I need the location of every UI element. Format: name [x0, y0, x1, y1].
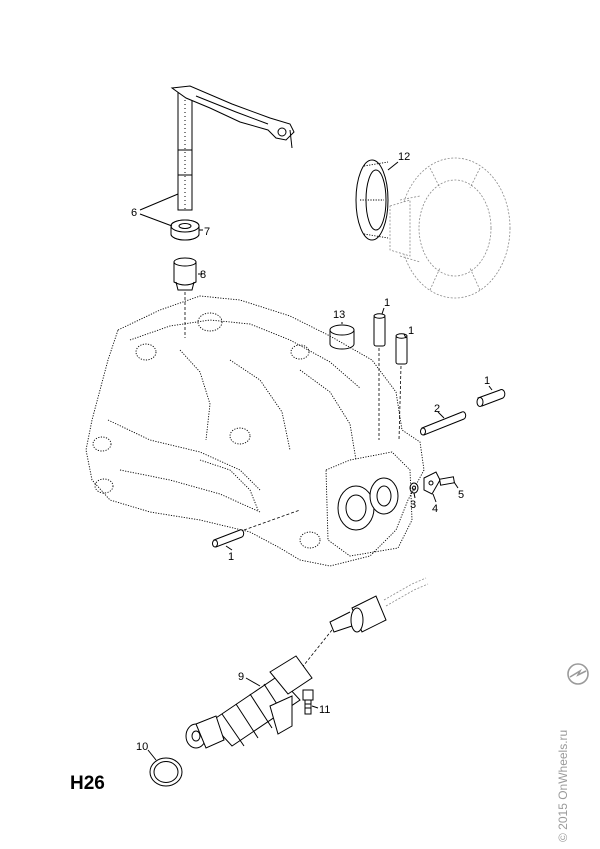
part-12-differential — [355, 157, 511, 299]
part-1-dowel-pin-left — [212, 509, 301, 548]
part-11-bolt — [302, 689, 314, 715]
callout-1: 1 — [484, 375, 490, 387]
part-10-o-ring — [149, 757, 183, 787]
callout-2: 2 — [434, 403, 440, 415]
part-13-magnet — [329, 324, 355, 350]
part-6-selector-shaft — [170, 85, 295, 211]
part-2-pin — [420, 411, 467, 436]
callout-1: 1 — [408, 325, 414, 337]
callout-1: 1 — [384, 297, 390, 309]
callout-labels: 6 7 8 12 13 1 1 1 2 3 4 5 1 9 10 11 — [131, 151, 490, 753]
part-9-selector-assembly — [185, 655, 313, 749]
callout-12: 12 — [398, 151, 410, 163]
callout-3: 3 — [410, 499, 416, 511]
callout-1: 1 — [228, 551, 234, 563]
callout-11: 11 — [319, 704, 330, 716]
part-8-bushing — [173, 257, 197, 338]
callout-7: 7 — [204, 226, 210, 238]
part-1-dowel-pin-right — [476, 389, 506, 407]
callout-6: 6 — [131, 207, 137, 219]
cable-assembly — [299, 577, 429, 671]
watermark-text: © 2015 OnWheels.ru — [556, 729, 570, 842]
leader-lines — [139, 161, 493, 761]
part-1-dowel-pins-top — [373, 313, 408, 441]
callout-4: 4 — [432, 503, 438, 515]
callout-9: 9 — [238, 671, 244, 683]
part-7-seal — [170, 219, 200, 241]
part-3-4-5-bracket-set — [409, 471, 455, 495]
page-code: H26 — [70, 773, 105, 794]
callout-8: 8 — [200, 269, 206, 281]
transmission-housing — [85, 295, 425, 567]
callout-13: 13 — [333, 309, 345, 321]
callout-10: 10 — [136, 741, 148, 753]
callout-5: 5 — [458, 489, 464, 501]
brand-logo-icon — [567, 663, 589, 685]
